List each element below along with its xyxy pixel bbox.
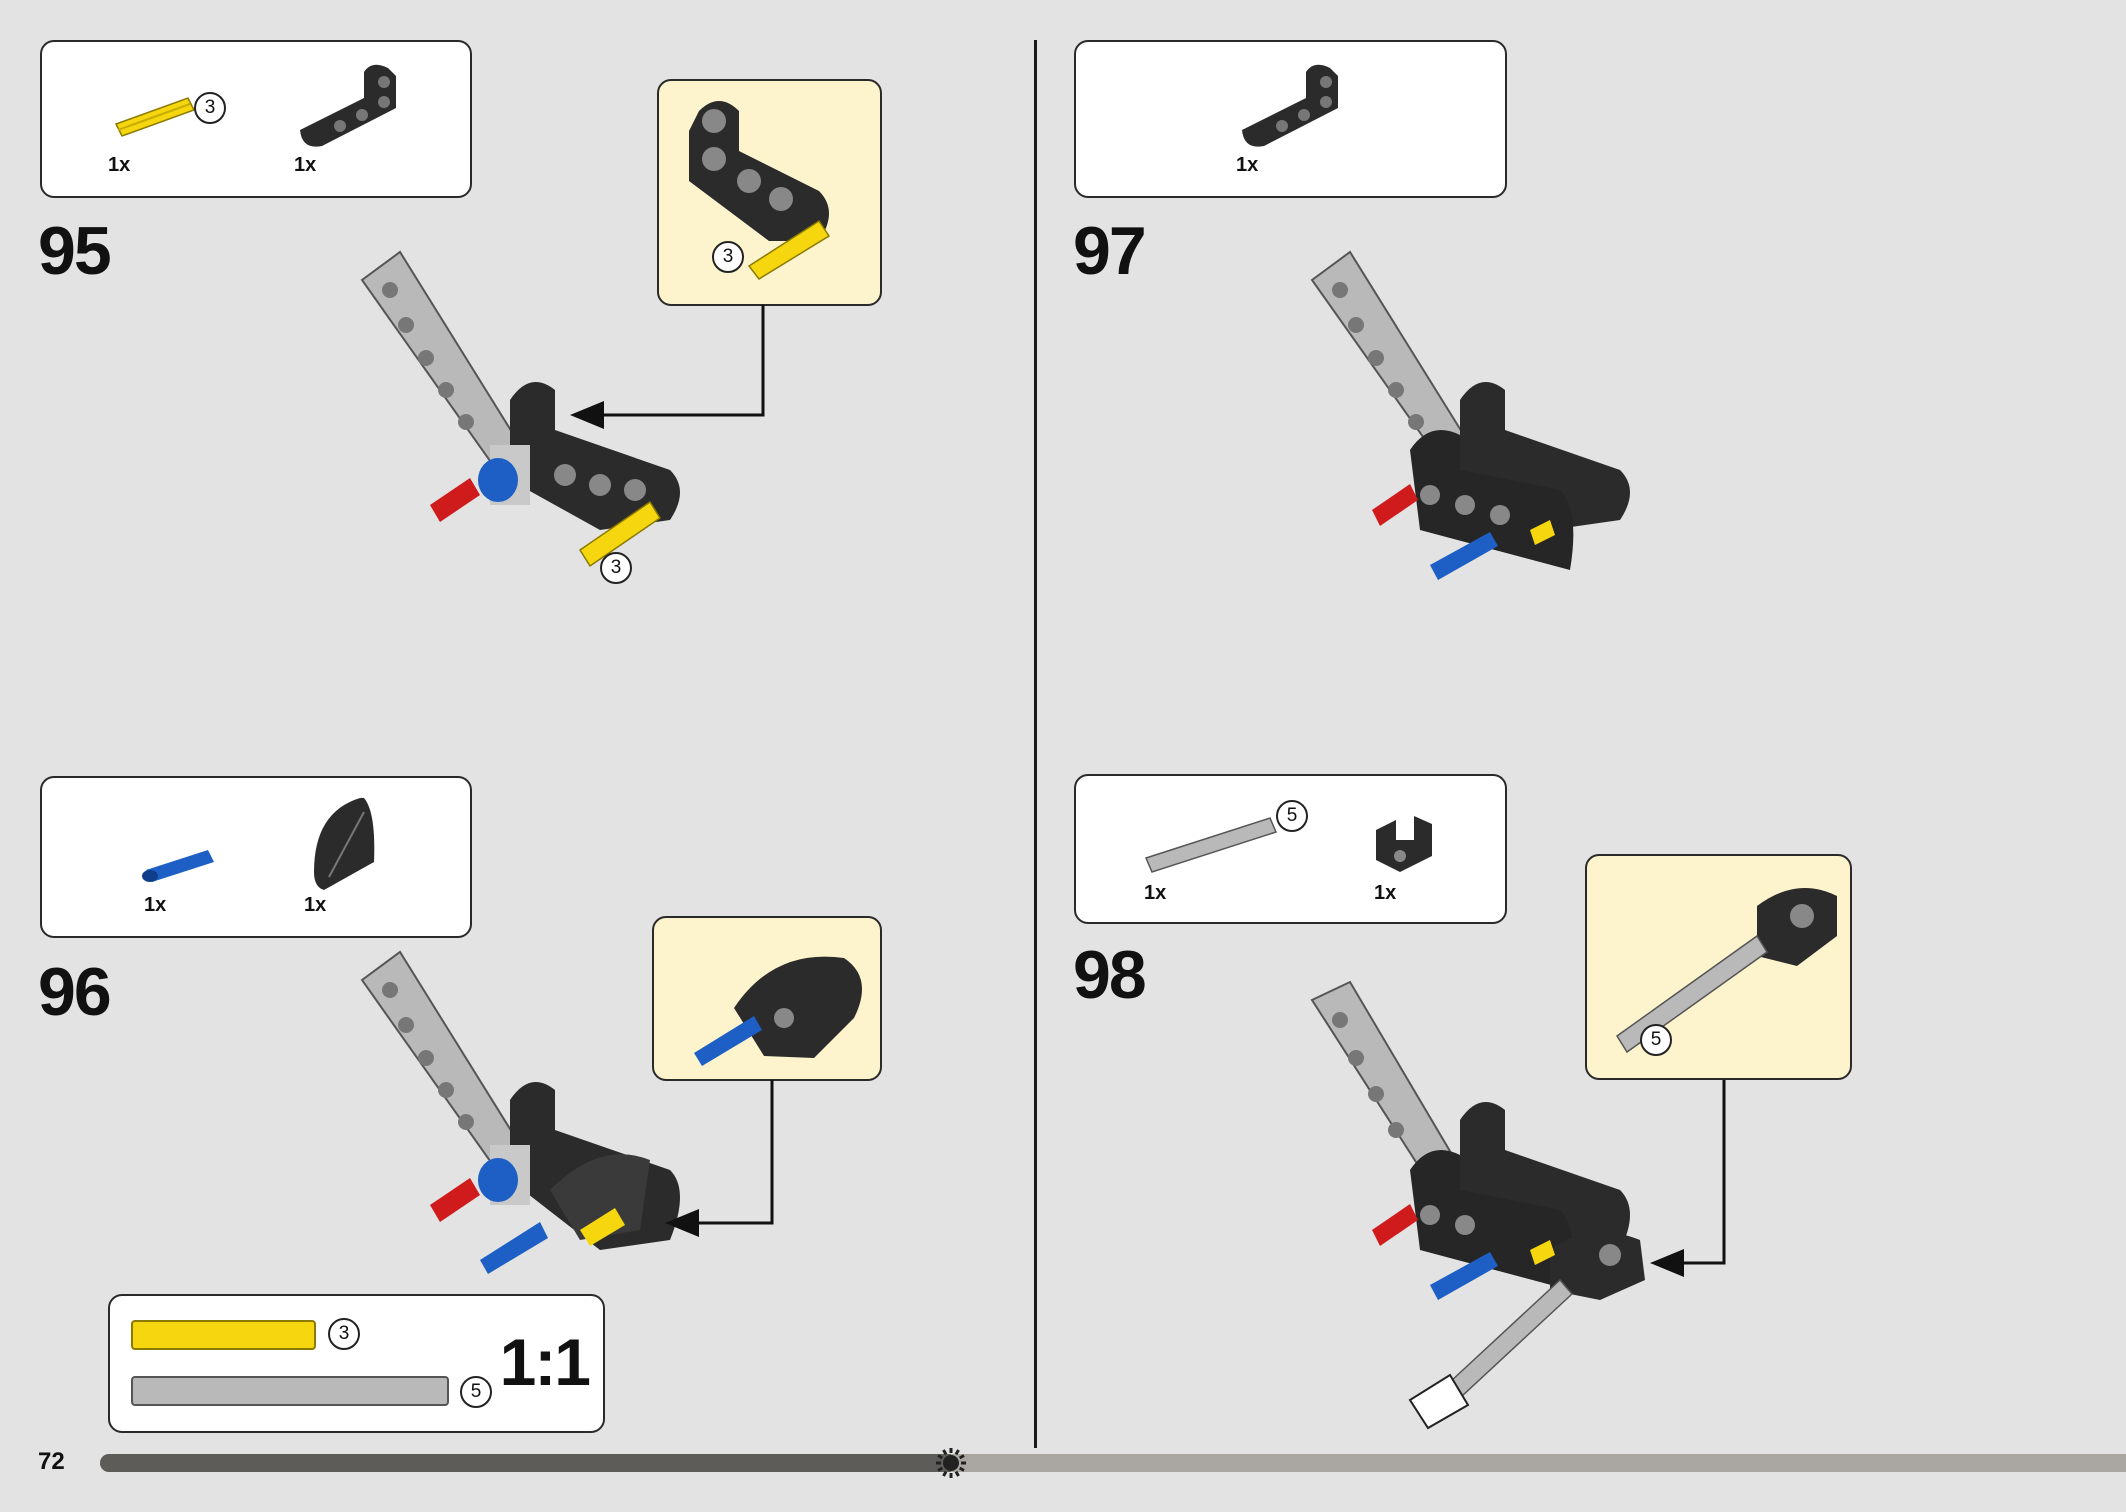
qty-label: 1x [108, 154, 131, 176]
sun-icon [936, 1448, 966, 1478]
step-number-95: 95 [38, 213, 112, 289]
callout-step-98: 5 [1585, 854, 1852, 1080]
step-number-97: 97 [1073, 213, 1147, 289]
arrow-icon [570, 305, 765, 429]
model-step-97 [1310, 250, 1630, 580]
parts-list-step-97: 1x [1074, 40, 1507, 198]
parts-list-step-98: 5 1x 1x [1074, 774, 1507, 924]
model-step-98 [1310, 980, 1645, 1430]
scale-reference: 3 5 1:1 [108, 1294, 605, 1433]
length-badge: 5 [1640, 1024, 1672, 1056]
page-number: 72 [38, 1448, 65, 1475]
blue-pin-part [142, 850, 214, 882]
step-number-98: 98 [1073, 937, 1147, 1013]
arrow-icon [665, 1080, 774, 1237]
parts-list-step-96: 1x 1x [40, 776, 472, 938]
qty-label: 1x [1374, 882, 1397, 904]
qty-label: 1x [1144, 882, 1167, 904]
gray-axle-scale [131, 1376, 449, 1406]
length-badge: 3 [712, 241, 744, 273]
progress-fill [100, 1454, 951, 1472]
step-number-96: 96 [38, 954, 112, 1030]
length-badge: 3 [600, 552, 632, 584]
qty-label: 1x [294, 154, 317, 176]
yellow-axle-scale [131, 1320, 316, 1350]
gray-axle-part [1144, 817, 1278, 873]
callout-step-95: 3 [657, 79, 882, 306]
arrow-icon [1650, 1080, 1726, 1277]
callout-assembly [1615, 888, 1837, 1054]
length-badge: 5 [460, 1376, 492, 1408]
black-connector-part [1376, 816, 1432, 872]
black-angled-beam-part [1242, 64, 1338, 147]
model-step-96 [360, 950, 680, 1274]
scale-label: 1:1 [499, 1325, 591, 1399]
callout-assembly [694, 956, 862, 1066]
callout-assembly [689, 101, 831, 280]
qty-label: 1x [304, 894, 327, 916]
black-quarter-panel-part [314, 798, 375, 890]
callout-step-96 [652, 916, 882, 1081]
black-angled-beam-part [300, 64, 396, 147]
length-badge: 3 [194, 92, 226, 124]
page-divider [1034, 40, 1037, 1448]
qty-label: 1x [1236, 154, 1259, 176]
progress-bar [100, 1454, 2126, 1472]
model-step-95 [360, 250, 680, 568]
parts-list-step-95: 3 1x 1x [40, 40, 472, 198]
length-badge: 3 [328, 1318, 360, 1350]
length-badge: 5 [1276, 800, 1308, 832]
qty-label: 1x [144, 894, 167, 916]
